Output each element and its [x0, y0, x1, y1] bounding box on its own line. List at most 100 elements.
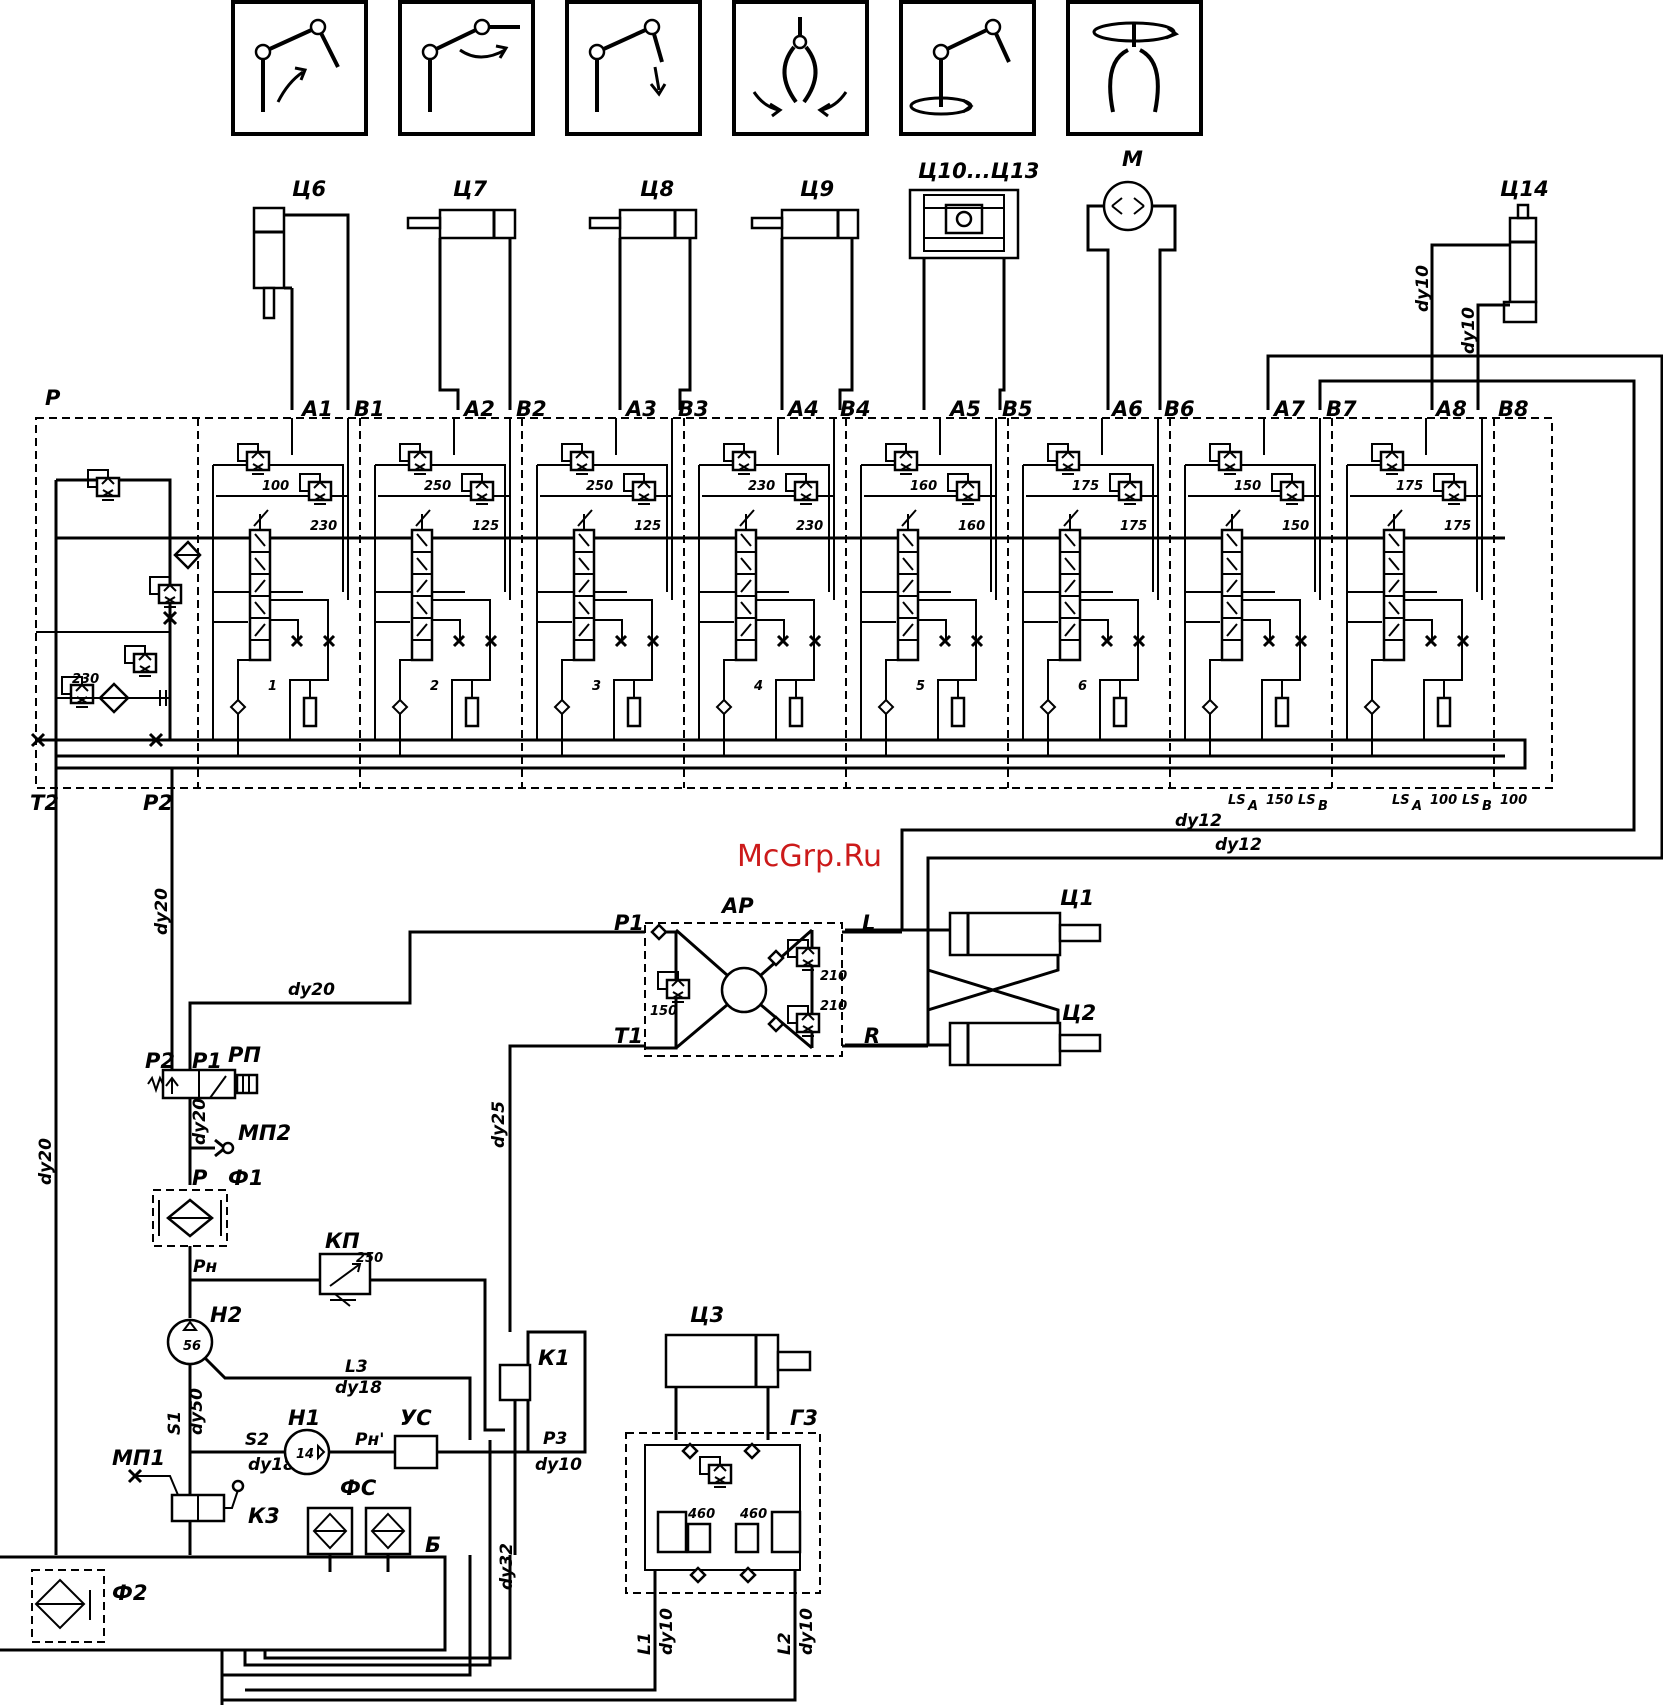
ls7-a-sub: A	[1247, 799, 1258, 814]
label-c9: Ц9	[800, 177, 834, 201]
section-number: 5	[916, 679, 925, 694]
function-icons	[231, 0, 1203, 136]
relief-value-a: 100	[262, 479, 289, 494]
ls8-b-value: 100	[1500, 793, 1527, 808]
port-b7: B7	[1326, 397, 1357, 421]
port-a2: A2	[462, 397, 495, 421]
label-m: M	[1122, 147, 1143, 171]
label-c10-c13: Ц10...Ц13	[918, 159, 1039, 183]
inlet-section: 230	[30, 468, 202, 748]
kp-relief-valve: КП 250	[190, 1229, 505, 1432]
dy20-label-2: dy20	[36, 1138, 56, 1185]
dy12-label-1: dy12	[1175, 811, 1222, 831]
work-ports: A1 B1 A2 B2 A3 B3 A4 B4 A5 B5 A6 B6 A7 B…	[300, 397, 1529, 421]
port-a8: A8	[1434, 397, 1467, 421]
h2-label: Н2	[210, 1303, 242, 1327]
tank-b: Ф2 dy32	[0, 1440, 797, 1705]
port-b4: B4	[840, 397, 871, 421]
dy25-label: dy25	[489, 1101, 509, 1148]
mp2-gauge-port: dy20 МП2	[190, 1098, 291, 1158]
kp-value: 250	[356, 1251, 383, 1266]
ap-port-r: R	[864, 1024, 880, 1048]
ap-block: AP P1 T1 L R 150 210 210	[614, 894, 928, 1057]
label-c8: Ц8	[640, 177, 674, 201]
port-a6: A6	[1110, 397, 1143, 421]
g3-l1-label: L1	[635, 1632, 655, 1655]
port-a3: A3	[624, 397, 657, 421]
dy50-label: dy50	[187, 1388, 207, 1435]
dy18-label-2: dy18	[248, 1455, 295, 1475]
relief-value-b: 125	[634, 519, 661, 534]
dy32-label: dy32	[497, 1543, 517, 1590]
dy12-lines: dy12 dy12	[900, 354, 1663, 1045]
actuator-c10-c13: Ц10...Ц13	[908, 159, 1039, 410]
cylinders-c1-c2: Ц1 Ц2	[845, 886, 1102, 1067]
relief-value-b: 125	[472, 519, 499, 534]
port-a7: A7	[1272, 397, 1305, 421]
filter-f1: P Ф1 Pн	[152, 1166, 263, 1318]
port-b1: B1	[354, 397, 385, 421]
pump-h2: 56 Н2 L3 dy18 S1 dy50	[165, 1303, 472, 1495]
relief-value-a: 160	[910, 479, 937, 494]
dy20-label-3: dy20	[288, 980, 335, 1000]
s1-label: S1	[165, 1411, 185, 1435]
f2-label: Ф2	[112, 1581, 147, 1605]
ls8-b: LS	[1462, 793, 1480, 808]
port-b2: B2	[516, 397, 547, 421]
valve-section-8: 175 175	[1346, 418, 1483, 756]
rp-valve: P2 P1 РП	[145, 1043, 261, 1185]
dy10-label-p3: dy10	[535, 1455, 582, 1475]
ls7-a-value: 150	[1266, 793, 1293, 808]
rotator-icon	[899, 0, 1036, 136]
ls7-b: LS	[1298, 793, 1316, 808]
actuator-c6: Ц6	[252, 177, 350, 410]
g3-value-1: 460	[687, 1507, 715, 1522]
dy10-c14-a: dy10	[1413, 265, 1433, 312]
relief-value-b: 150	[1282, 519, 1309, 534]
actuator-c7: Ц7	[406, 177, 517, 410]
k1-label: К1	[538, 1346, 570, 1370]
port-b6: B6	[1164, 397, 1195, 421]
relief-value-a: 175	[1396, 479, 1423, 494]
label-c6: Ц6	[292, 177, 326, 201]
relief-value-b: 175	[1444, 519, 1471, 534]
ls8-a-value: 100	[1430, 793, 1457, 808]
ls-ports: LS A 150 LS B LS A 100 LS B 100	[1228, 793, 1527, 814]
label-c14: Ц14	[1500, 177, 1549, 201]
port-p2: P2	[143, 791, 173, 815]
l3-label: L3	[345, 1357, 368, 1377]
actuator-c9: Ц9	[750, 177, 860, 410]
section-number: 6	[1078, 679, 1087, 694]
port-b5: B5	[1002, 397, 1033, 421]
dy10-label-l1: dy10	[657, 1608, 677, 1655]
section-number: 3	[592, 679, 601, 694]
grab-rotate-icon	[1066, 0, 1203, 136]
actuator-c14: Ц14 dy10 dy10	[1413, 177, 1549, 380]
boom-slew-icon	[398, 0, 535, 136]
ls8-b-sub: B	[1482, 799, 1492, 814]
valve-block-label: P	[45, 386, 61, 410]
port-b8: B8	[1498, 397, 1529, 421]
ap-port-l: L	[862, 911, 875, 935]
pump-h1-circuit: S2 dy18 14 Н1 Pн' УС К1 P3 dy10	[190, 1330, 587, 1555]
h1-value: 14	[296, 1447, 314, 1462]
h2-value: 56	[183, 1339, 201, 1354]
pn-label: Pн	[193, 1257, 217, 1277]
b-label: Б	[425, 1533, 441, 1557]
section-number: 1	[268, 679, 277, 694]
ap-relief1-value: 150	[650, 1004, 677, 1019]
mp1-k3: МП1 К3	[112, 1446, 280, 1555]
pn-prime-label: Pн'	[355, 1430, 384, 1450]
relief-value-b: 230	[796, 519, 823, 534]
valve-sections: 1002301250125225012532302304160160517517…	[212, 418, 1483, 756]
mp2-label: МП2	[238, 1121, 291, 1145]
relief-value-a: 150	[1234, 479, 1261, 494]
ap-relief3-value: 210	[820, 999, 847, 1014]
port-b3: B3	[678, 397, 709, 421]
h1-label: Н1	[288, 1406, 320, 1430]
valve-block-p: P A1 B1 A2 B2 A3 B3 A4 B4 A5 B5 A6 B6 A7…	[30, 386, 1553, 815]
